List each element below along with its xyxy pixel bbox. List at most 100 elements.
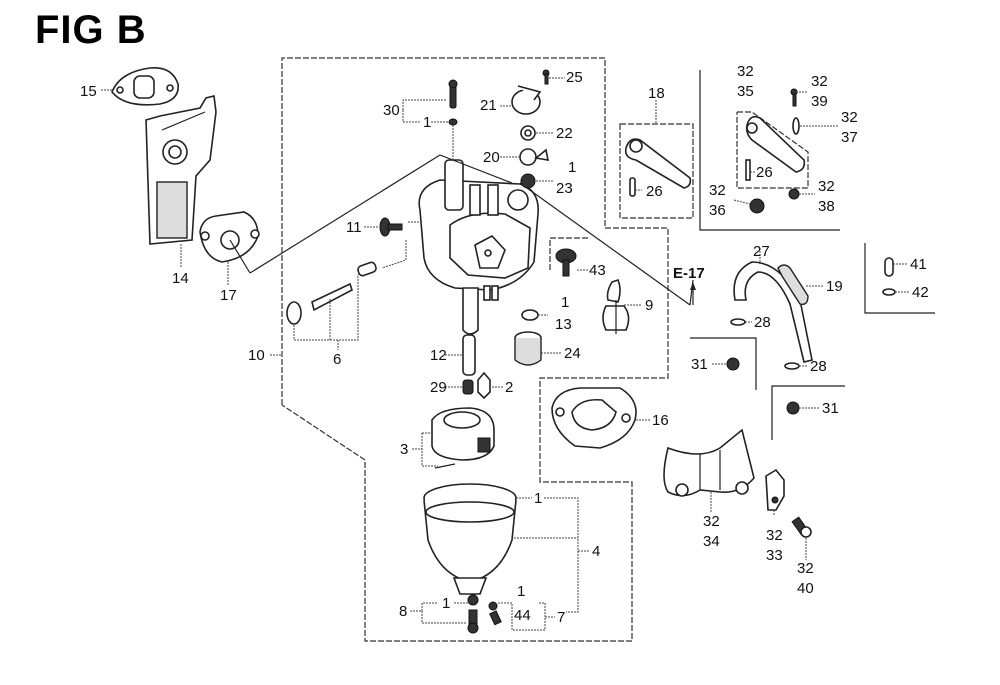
carburetor-body[interactable]: [418, 159, 539, 335]
washer-37[interactable]: [792, 117, 800, 135]
nut-38[interactable]: [788, 188, 800, 200]
o-ring-13[interactable]: [521, 309, 539, 321]
hose-27[interactable]: [733, 261, 813, 363]
float-3[interactable]: [431, 407, 495, 469]
callout-32[interactable]: 32: [737, 63, 754, 80]
callout-21[interactable]: 21: [480, 97, 497, 114]
part-20[interactable]: [519, 148, 550, 166]
callout-37[interactable]: 37: [841, 129, 858, 146]
choke-cover-21[interactable]: [511, 85, 542, 115]
callout-16[interactable]: 16: [652, 412, 669, 429]
callout-38[interactable]: 38: [818, 198, 835, 215]
spring-36[interactable]: [749, 198, 765, 214]
reference-e17[interactable]: E-17: [673, 265, 705, 282]
screw-11[interactable]: [379, 217, 403, 237]
washer-1a[interactable]: [448, 118, 458, 126]
gasket-16[interactable]: [551, 387, 637, 449]
callout-26[interactable]: 26: [756, 164, 773, 181]
callout-2[interactable]: 2: [505, 379, 513, 396]
bolt-40[interactable]: [791, 516, 812, 538]
lever-35[interactable]: [745, 115, 806, 173]
callout-7[interactable]: 7: [557, 609, 565, 626]
gasket-17[interactable]: [199, 211, 260, 263]
pilot-screw-set-6[interactable]: [286, 261, 377, 325]
pin-26b[interactable]: [745, 159, 751, 181]
screw-25[interactable]: [542, 69, 550, 85]
callout-14[interactable]: 14: [172, 270, 189, 287]
needle-2[interactable]: [477, 371, 491, 400]
nut-31b[interactable]: [786, 401, 800, 415]
callout-25[interactable]: 25: [566, 69, 583, 86]
clamp-28a[interactable]: [730, 318, 746, 326]
callout-32[interactable]: 32: [766, 527, 783, 544]
callout-30[interactable]: 30: [383, 102, 400, 119]
seal-23[interactable]: [520, 173, 536, 189]
lever-18[interactable]: [624, 138, 692, 189]
callout-36[interactable]: 36: [709, 202, 726, 219]
bolt-39[interactable]: [790, 88, 798, 107]
callout-22[interactable]: 22: [556, 125, 573, 142]
callout-13[interactable]: 13: [555, 316, 572, 333]
callout-1[interactable]: 1: [423, 114, 431, 131]
callout-1[interactable]: 1: [568, 159, 576, 176]
callout-4[interactable]: 4: [592, 543, 600, 560]
jet-29[interactable]: [462, 379, 474, 395]
screw-30[interactable]: [448, 79, 458, 109]
callout-3[interactable]: 3: [400, 441, 408, 458]
callout-17[interactable]: 17: [220, 287, 237, 304]
callout-11[interactable]: 11: [346, 219, 362, 236]
bracket-33[interactable]: [765, 468, 785, 511]
bracket-34[interactable]: [663, 428, 755, 497]
callout-24[interactable]: 24: [564, 345, 581, 362]
callout-26[interactable]: 26: [646, 183, 663, 200]
callout-33[interactable]: 33: [766, 547, 783, 564]
callout-6[interactable]: 6: [333, 351, 341, 368]
clamp-28b[interactable]: [784, 362, 800, 370]
callout-28[interactable]: 28: [754, 314, 771, 331]
pin-26a[interactable]: [629, 177, 636, 197]
gasket-15[interactable]: [111, 67, 179, 106]
callout-32[interactable]: 32: [818, 178, 835, 195]
clip-42[interactable]: [882, 288, 896, 296]
float-bowl-4[interactable]: [423, 483, 517, 595]
callout-12[interactable]: 12: [430, 347, 447, 364]
callout-20[interactable]: 20: [483, 149, 500, 166]
callout-32[interactable]: 32: [703, 513, 720, 530]
callout-32[interactable]: 32: [841, 109, 858, 126]
nozzle-12[interactable]: [462, 334, 476, 376]
callout-32[interactable]: 32: [709, 182, 726, 199]
callout-31[interactable]: 31: [822, 400, 839, 417]
hose-19[interactable]: [777, 264, 809, 306]
nut-31a[interactable]: [726, 357, 740, 371]
callout-15[interactable]: 15: [80, 83, 97, 100]
screw-43[interactable]: [555, 248, 577, 277]
callout-1[interactable]: 1: [517, 583, 525, 600]
callout-29[interactable]: 29: [430, 379, 447, 396]
callout-23[interactable]: 23: [556, 180, 573, 197]
callout-10[interactable]: 10: [248, 347, 265, 364]
callout-32[interactable]: 32: [811, 73, 828, 90]
callout-9[interactable]: 9: [645, 297, 653, 314]
callout-43[interactable]: 43: [589, 262, 606, 279]
callout-40[interactable]: 40: [797, 580, 814, 597]
callout-41[interactable]: 41: [910, 256, 927, 273]
callout-34[interactable]: 34: [703, 533, 720, 550]
callout-27[interactable]: 27: [753, 243, 770, 260]
callout-18[interactable]: 18: [648, 85, 665, 102]
callout-35[interactable]: 35: [737, 83, 754, 100]
callout-39[interactable]: 39: [811, 93, 828, 110]
callout-32[interactable]: 32: [797, 560, 814, 577]
callout-31[interactable]: 31: [691, 356, 708, 373]
callout-44[interactable]: 44: [514, 607, 531, 624]
ring-22[interactable]: [520, 125, 536, 141]
drain-screw-7[interactable]: [488, 601, 502, 626]
callout-28[interactable]: 28: [810, 358, 827, 375]
callout-1[interactable]: 1: [561, 294, 569, 311]
part-9[interactable]: [602, 279, 630, 334]
callout-42[interactable]: 42: [912, 284, 929, 301]
clip-41[interactable]: [884, 257, 894, 277]
drain-bolt-8[interactable]: [467, 594, 479, 634]
callout-19[interactable]: 19: [826, 278, 843, 295]
filter-24[interactable]: [514, 331, 542, 366]
callout-8[interactable]: 8: [399, 603, 407, 620]
